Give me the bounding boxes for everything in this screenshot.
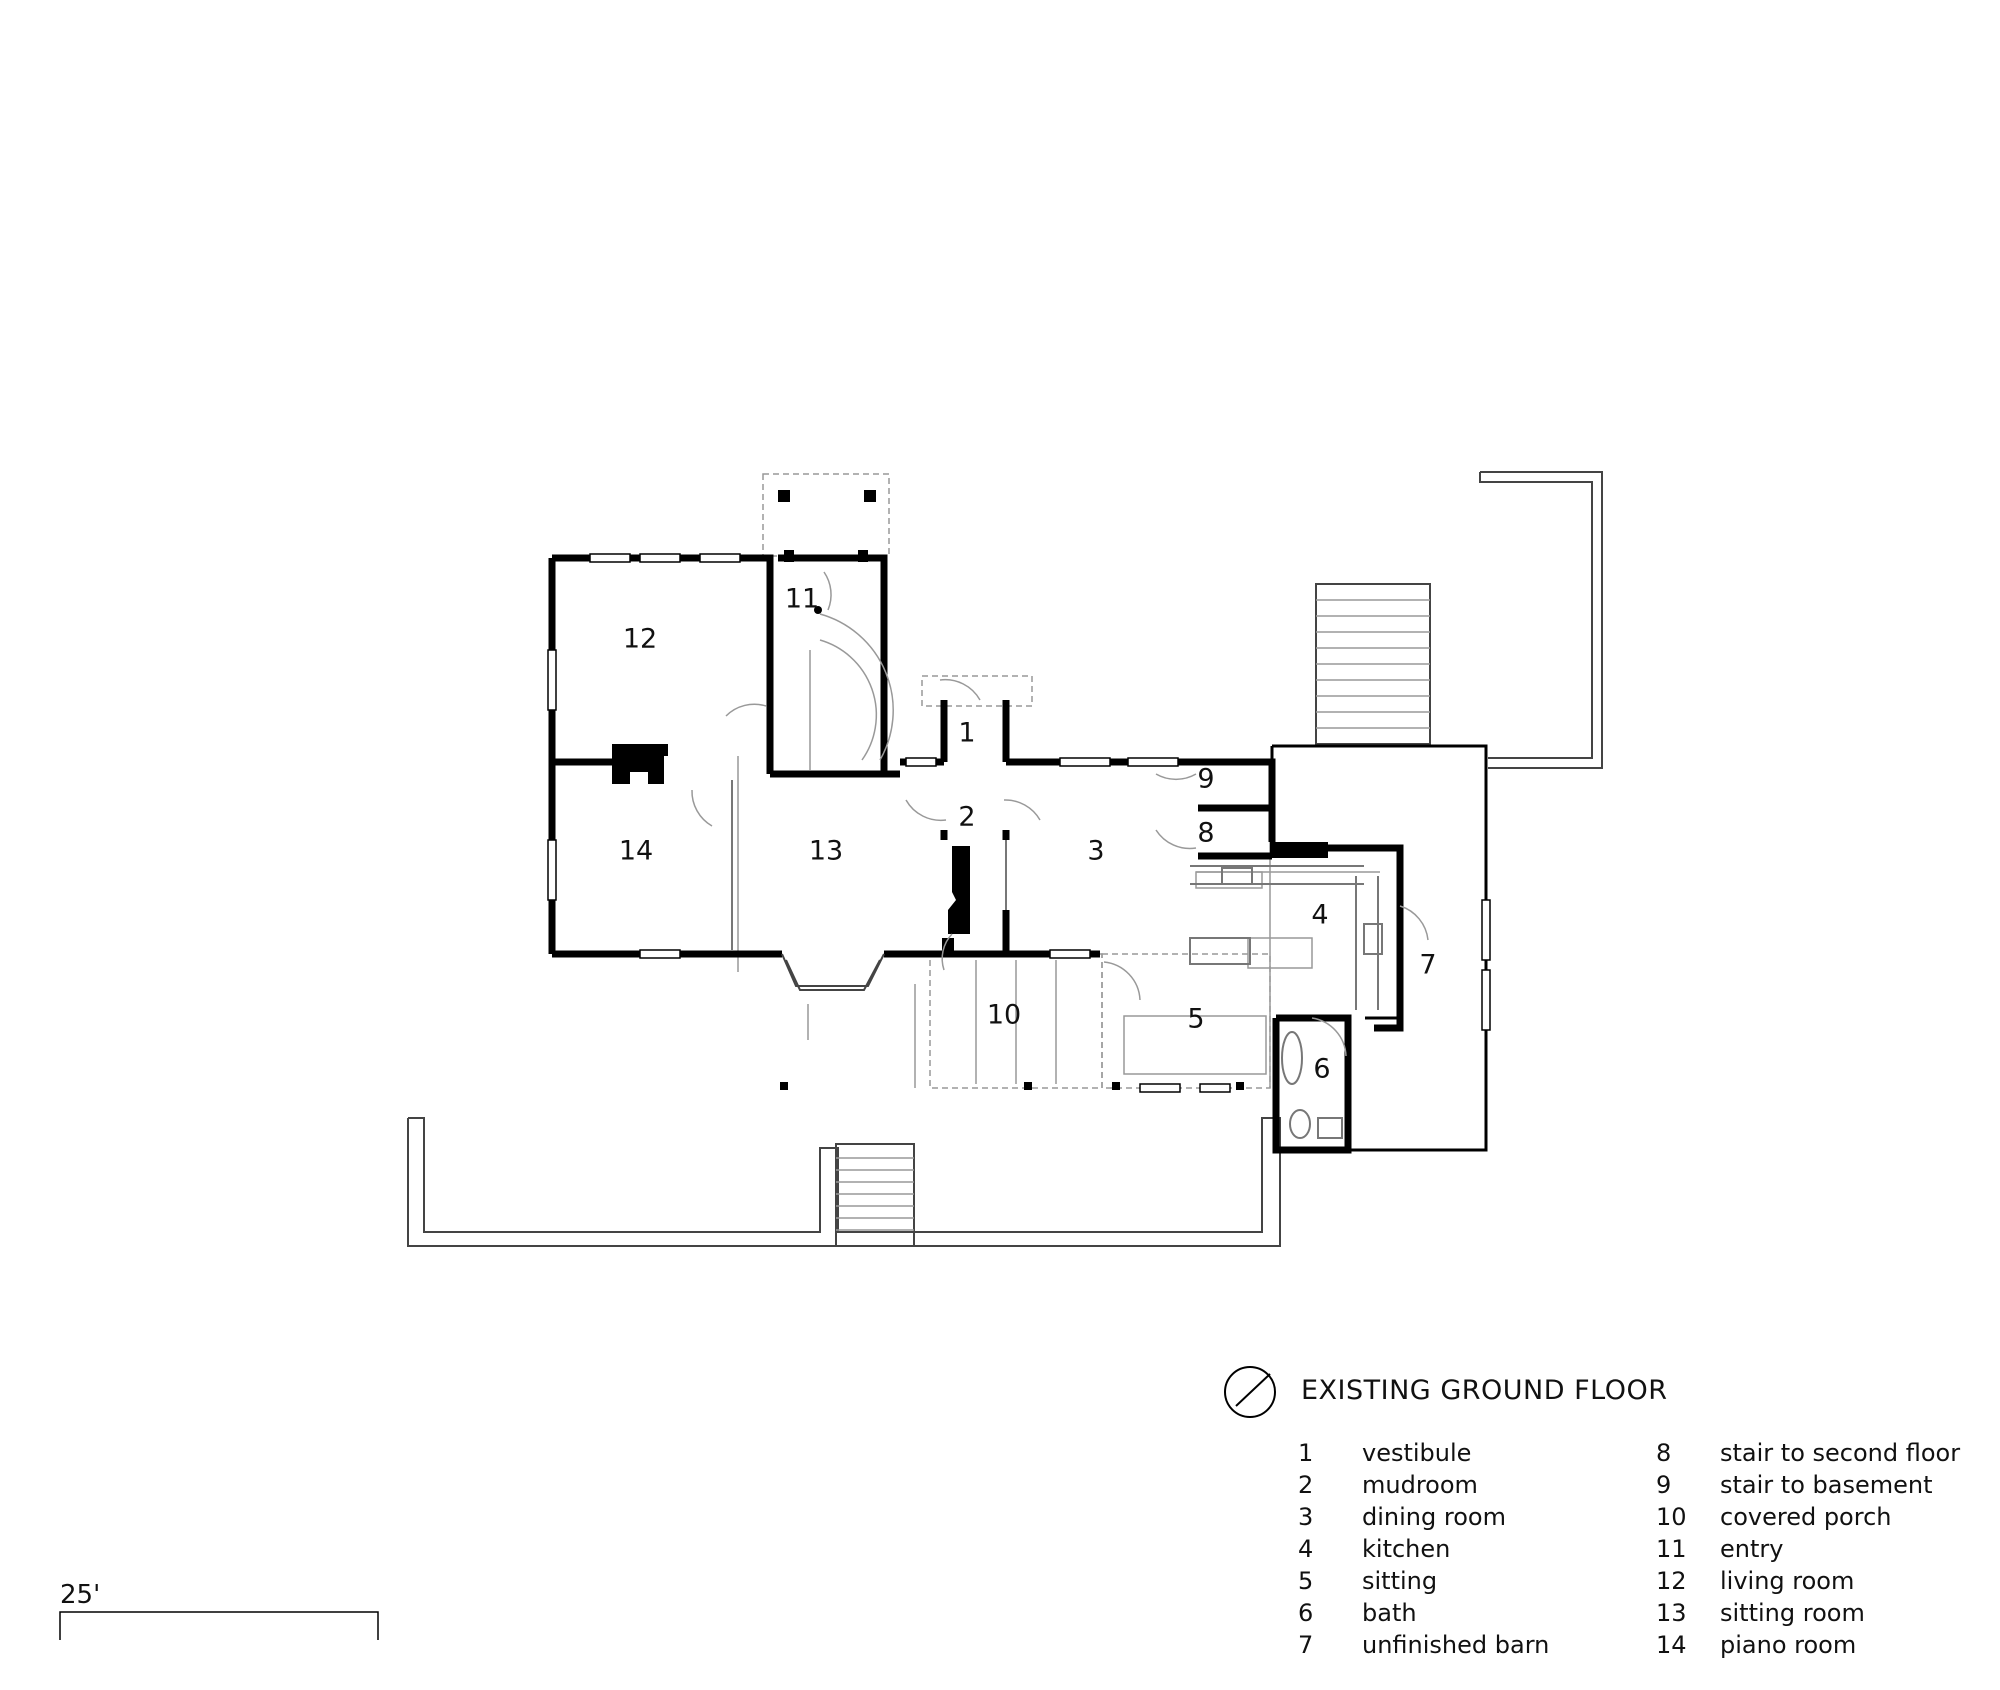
legend-room-name: kitchen xyxy=(1362,1535,1451,1563)
legend-number: 5 xyxy=(1298,1567,1314,1595)
room-label-1: 1 xyxy=(958,718,975,749)
legend-number: 6 xyxy=(1298,1599,1314,1627)
legend-number: 2 xyxy=(1298,1471,1314,1499)
scale-bar xyxy=(59,1611,379,1640)
room-labels: 1 2 3 4 5 6 7 8 9 10 11 12 13 14 xyxy=(619,584,1437,1085)
legend-room-name: stair to basement xyxy=(1720,1471,1933,1499)
legend-number: 8 xyxy=(1656,1439,1672,1467)
bay-window xyxy=(781,953,885,991)
room-label-10: 10 xyxy=(987,1000,1021,1031)
stair-treads xyxy=(807,599,1430,1231)
legend-room-name: unfinished barn xyxy=(1362,1631,1550,1659)
legend-number: 14 xyxy=(1656,1631,1687,1659)
north-arrow-icon xyxy=(1224,1366,1276,1418)
legend-number: 13 xyxy=(1656,1599,1687,1627)
legend-room-name: dining room xyxy=(1362,1503,1506,1531)
room-label-9: 9 xyxy=(1197,764,1214,795)
room-label-5: 5 xyxy=(1187,1004,1204,1035)
fireplaces xyxy=(612,744,1328,934)
room-label-3: 3 xyxy=(1087,836,1104,867)
legend-number: 10 xyxy=(1656,1503,1687,1531)
legend-room-name: bath xyxy=(1362,1599,1417,1627)
room-label-4: 4 xyxy=(1311,900,1328,931)
room-label-14: 14 xyxy=(619,836,653,867)
door-swings xyxy=(691,571,1429,1057)
legend-number: 4 xyxy=(1298,1535,1314,1563)
legend-number: 12 xyxy=(1656,1567,1687,1595)
room-label-2: 2 xyxy=(958,802,975,833)
legend-room-name: mudroom xyxy=(1362,1471,1478,1499)
legend-number: 11 xyxy=(1656,1535,1687,1563)
legend-number: 3 xyxy=(1298,1503,1314,1531)
legend-room-name: stair to second floor xyxy=(1720,1439,1961,1467)
legend-number: 7 xyxy=(1298,1631,1314,1659)
room-label-6: 6 xyxy=(1313,1054,1330,1085)
legend-room-name: entry xyxy=(1720,1535,1784,1563)
spiral-stair xyxy=(809,606,894,770)
legend-room-name: piano room xyxy=(1720,1631,1857,1659)
room-label-11: 11 xyxy=(785,584,819,615)
legend-room-name: covered porch xyxy=(1720,1503,1892,1531)
drawing-title: EXISTING GROUND FLOOR xyxy=(1301,1375,1668,1406)
room-label-13: 13 xyxy=(809,836,843,867)
legend-room-name: vestibule xyxy=(1362,1439,1472,1467)
legend-room-name: sitting room xyxy=(1720,1599,1865,1627)
room-label-12: 12 xyxy=(623,624,657,655)
room-label-8: 8 xyxy=(1197,818,1214,849)
partitions xyxy=(731,780,1383,1139)
porch-lines xyxy=(737,756,1380,1088)
legend-room-name: living room xyxy=(1720,1567,1855,1595)
posts xyxy=(778,490,1244,1090)
legend-room-name: sitting xyxy=(1362,1567,1438,1595)
room-label-7: 7 xyxy=(1419,950,1436,981)
window-ticks xyxy=(547,553,1491,1093)
legend-number: 9 xyxy=(1656,1471,1672,1499)
scale-label: 25' xyxy=(60,1580,101,1610)
legend-number: 1 xyxy=(1298,1439,1314,1467)
